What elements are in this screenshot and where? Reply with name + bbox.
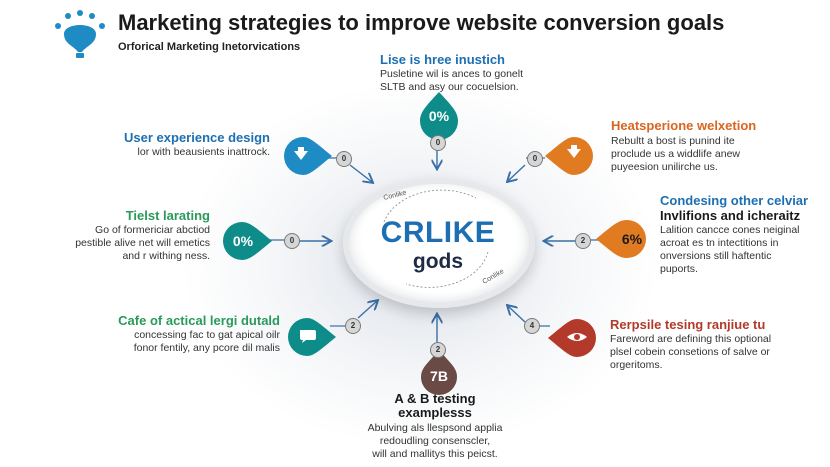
center-hub (343, 178, 535, 308)
strategy-right-desc: Lalition cancce cones neiginal acroat es… (660, 224, 800, 275)
pin-bottom (421, 350, 457, 395)
strategy-top-right-desc: Rebultt a bost is punind ite proclude us… (611, 135, 740, 173)
strategy-bottom-left-desc: concessing fac to gat apical oilr fonor … (133, 329, 280, 354)
strategy-left-desc: Go of formericiar abctiod pestible alive… (75, 224, 210, 262)
page-subtitle: Orforical Marketing Inetorvications (118, 41, 301, 53)
strategy-left-title: Tielst larating (125, 208, 210, 223)
strategy-bottom-right-desc: Fareword are defining this optional plse… (610, 333, 772, 371)
pin-right-value: 6% (621, 231, 643, 247)
pin-bottom-value: 7B (430, 368, 448, 384)
strategy-bottom-title: A & B testing (394, 391, 476, 406)
strategy-top-right-title: Heatsperione welxetion (611, 118, 757, 133)
strategy-bottom-right-title: Rerpsile tesing ranjiue tu (610, 317, 766, 332)
center-hub-arc: Conlike Conlike (383, 189, 505, 288)
step-node-top-right: 0 (527, 151, 543, 167)
step-node-bottom: 2 (430, 342, 446, 358)
pin-left-value: 0% (232, 233, 254, 249)
step-node-right: 2 (575, 233, 591, 249)
eye-icon (567, 333, 587, 341)
page-title: Marketing strategies to improve website … (118, 10, 725, 35)
strategy-right-title-2: Invlifions and icheraitz (660, 208, 801, 223)
center-hub-small-label: Conlike (383, 189, 407, 201)
pin-top-left (284, 137, 332, 175)
step-node-left: 0 (284, 233, 300, 249)
strategy-right-title: Condesing other celviar (660, 193, 809, 208)
pin-top-right (545, 137, 593, 175)
strategy-bottom-left-title: Cafe of actical lergi dutald (118, 313, 280, 328)
pin-top (420, 92, 458, 140)
pin-left (223, 222, 272, 260)
pin-right (596, 220, 646, 258)
step-node-top: 0 (430, 135, 446, 151)
strategy-top-left-desc: lor with beausients inattrock. (137, 146, 270, 158)
step-node-bottom-left: 2 (345, 318, 361, 334)
down-arrow-icon (294, 147, 308, 160)
strategy-top-left-title: User experience design (124, 130, 270, 145)
strategy-top-title: Lise is hree inustich (380, 52, 505, 67)
strategy-bottom-title-2: examplesss (398, 405, 472, 420)
strategy-top-desc: Pusletine wil is ances to gonelt SLTB an… (380, 68, 523, 93)
logo-icon (55, 10, 105, 58)
chat-bubble-icon (300, 330, 316, 343)
center-subtitle: gods (412, 250, 464, 273)
down-arrow-icon (567, 145, 581, 158)
step-node-bottom-right: 4 (524, 318, 540, 334)
strategy-bottom-desc: Abulving als llespsond applia redoudling… (367, 422, 503, 460)
pin-top-value: 0% (428, 108, 450, 124)
step-node-top-left: 0 (336, 151, 352, 167)
center-title: CRLIKE (380, 216, 496, 249)
